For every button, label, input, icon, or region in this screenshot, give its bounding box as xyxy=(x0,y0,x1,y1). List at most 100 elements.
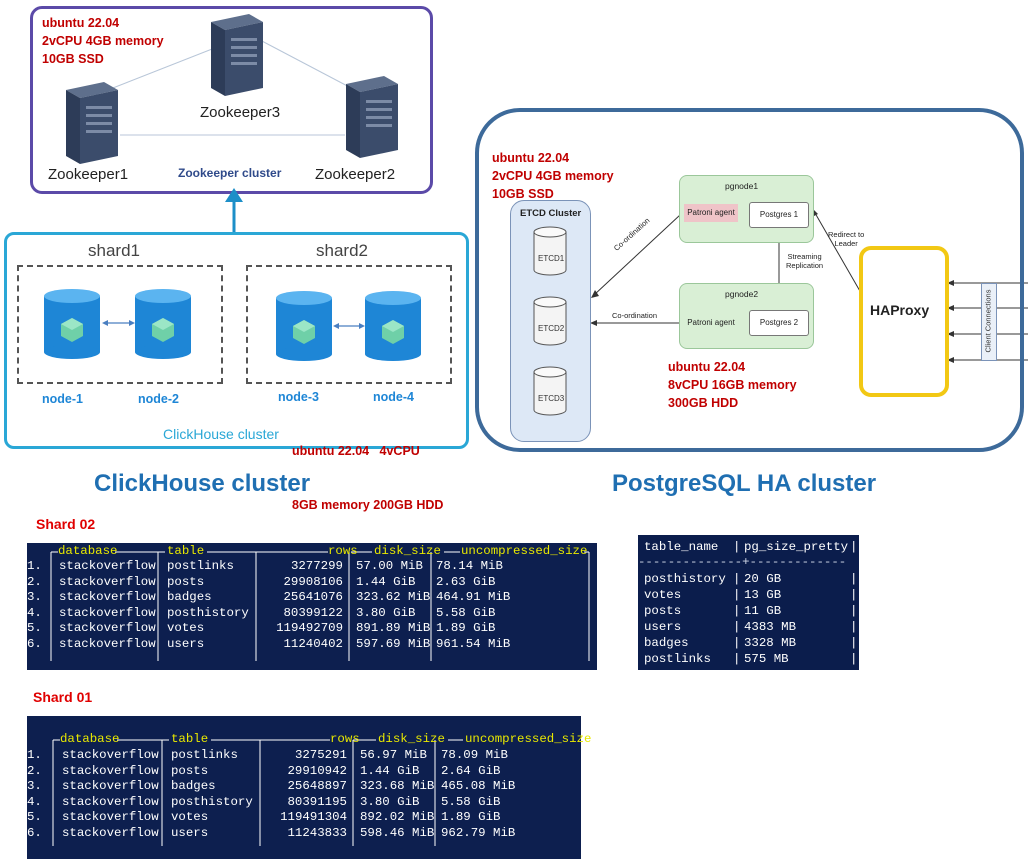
clickhouse-title: ClickHouse cluster xyxy=(94,470,311,497)
pg-spec-os: ubuntu 22.04 xyxy=(668,360,746,374)
cell-database: stackoverflow xyxy=(59,605,156,620)
cell-table: badges xyxy=(171,779,216,794)
cell-table-name: posthistory xyxy=(644,572,726,586)
cell-uncompressed-size: 1.89 GiB xyxy=(441,810,501,825)
column-header-uncompressed-size: uncompressed_size xyxy=(465,732,592,746)
patroni-agent-2: Patroni agent xyxy=(684,314,738,332)
database-icon xyxy=(365,291,421,361)
row-number: 4. xyxy=(27,605,42,620)
row-number: 2. xyxy=(27,574,42,589)
cell-rows: 11240402 xyxy=(283,637,344,651)
column-header-table: table xyxy=(167,544,205,558)
clickhouse-cluster-label: ClickHouse cluster xyxy=(163,426,279,442)
cell-database: stackoverflow xyxy=(59,637,156,651)
etcd-spec-disk: 10GB SSD xyxy=(492,187,554,201)
cell-rows: 3275291 xyxy=(294,748,347,762)
cell-rows: 25648897 xyxy=(287,779,348,794)
cell-table-name: users xyxy=(644,620,682,634)
column-header-table-name: table_name xyxy=(644,540,719,554)
server-icon xyxy=(66,82,118,164)
cell-table: posthistory xyxy=(171,794,253,809)
replication-label: Replication xyxy=(786,261,824,270)
cell-table: badges xyxy=(167,590,212,605)
cell-disk-size: 56.97 MiB xyxy=(360,748,427,762)
column-header-disk-size: disk_size xyxy=(374,544,441,558)
row-number: 1. xyxy=(27,748,42,762)
etcd-cluster-label: ETCD Cluster xyxy=(520,208,582,219)
cell-rows: 29908106 xyxy=(283,574,344,589)
column-header-pg-size: pg_size_pretty xyxy=(744,540,849,554)
cell-database: stackoverflow xyxy=(62,748,159,762)
cell-disk-size: 57.00 MiB xyxy=(356,559,423,573)
row-number: 6. xyxy=(27,637,42,651)
node3-label: node-3 xyxy=(278,390,319,404)
column-header-database: database xyxy=(58,544,118,558)
cell-database: stackoverflow xyxy=(62,826,159,840)
cell-rows: 80399122 xyxy=(283,605,344,620)
cell-table: votes xyxy=(167,621,205,636)
zookeeper1-label: Zookeeper1 xyxy=(48,166,129,183)
cell-uncompressed-size: 5.58 GiB xyxy=(436,605,496,620)
node4-label: node-4 xyxy=(373,390,414,404)
cell-disk-size: 1.44 GiB xyxy=(356,574,416,589)
cell-database: stackoverflow xyxy=(59,590,156,605)
cell-pg-size: 13 GB xyxy=(744,588,782,602)
cell-disk-size: 3.80 GiB xyxy=(360,794,420,809)
node2-label: node-2 xyxy=(138,392,179,406)
cell-rows: 11243833 xyxy=(287,826,348,840)
streaming-label: Streaming xyxy=(787,252,822,261)
column-header-database: database xyxy=(60,732,120,746)
column-header-table: table xyxy=(171,732,209,746)
cell-rows: 3277299 xyxy=(290,559,343,573)
database-icon xyxy=(276,291,332,361)
postgres1-box: Postgres 1 xyxy=(749,202,809,228)
shard2-label: shard2 xyxy=(316,241,368,260)
postgres2-box: Postgres 2 xyxy=(749,310,809,336)
column-header-uncompressed-size: uncompressed_size xyxy=(461,544,588,558)
row-number: 5. xyxy=(27,810,42,825)
column-header-disk-size: disk_size xyxy=(378,732,445,746)
etcd2-label: ETCD2 xyxy=(538,324,565,333)
row-number: 1. xyxy=(27,559,42,573)
cell-uncompressed-size: 465.08 MiB xyxy=(441,779,516,794)
cell-pg-size: 3328 MB xyxy=(744,636,797,650)
cell-uncompressed-size: 2.64 GiB xyxy=(441,763,501,778)
haproxy-box xyxy=(859,246,949,397)
cell-uncompressed-size: 2.63 GiB xyxy=(436,574,496,589)
redirect-label: Redirect to xyxy=(828,230,865,239)
cell-disk-size: 891.89 MiB xyxy=(356,621,431,636)
cell-uncompressed-size: 78.14 MiB xyxy=(436,559,503,573)
shard2-box xyxy=(246,265,452,384)
cell-database: stackoverflow xyxy=(59,621,156,636)
cell-uncompressed-size: 5.58 GiB xyxy=(441,794,501,809)
patroni-agent-1: Patroni agent xyxy=(684,204,738,222)
ch-spec-line2: 8GB memory 200GB HDD xyxy=(292,498,444,512)
shard02-label: Shard 02 xyxy=(36,516,96,532)
cell-disk-size: 323.62 MiB xyxy=(356,590,431,605)
database-icon xyxy=(135,289,191,359)
cell-pg-size: 20 GB xyxy=(744,572,782,586)
server-icon xyxy=(346,76,398,158)
cell-database: stackoverflow xyxy=(59,559,156,573)
cell-disk-size: 3.80 GiB xyxy=(356,605,416,620)
pg-spec-disk: 300GB HDD xyxy=(668,396,739,410)
haproxy-label: HAProxy xyxy=(870,302,930,318)
cell-table: votes xyxy=(171,810,209,825)
cell-database: stackoverflow xyxy=(62,763,159,778)
column-header-rows: rows xyxy=(330,732,360,746)
cell-uncompressed-size: 962.79 MiB xyxy=(441,826,516,840)
cell-rows: 29910942 xyxy=(287,763,348,778)
cell-database: stackoverflow xyxy=(62,810,159,825)
shard1-box xyxy=(17,265,223,384)
cell-table-name: postlinks xyxy=(644,652,711,666)
table-separator: --------------+------------- xyxy=(638,555,847,569)
database-icon xyxy=(44,289,100,359)
cell-table: users xyxy=(167,637,205,651)
cell-table: posts xyxy=(171,763,209,778)
cell-rows: 119491304 xyxy=(280,810,347,825)
cell-table: postlinks xyxy=(171,748,238,762)
cell-disk-size: 598.46 MiB xyxy=(360,826,435,840)
cell-pg-size: 11 GB xyxy=(744,604,782,618)
cell-table-name: posts xyxy=(644,604,682,618)
